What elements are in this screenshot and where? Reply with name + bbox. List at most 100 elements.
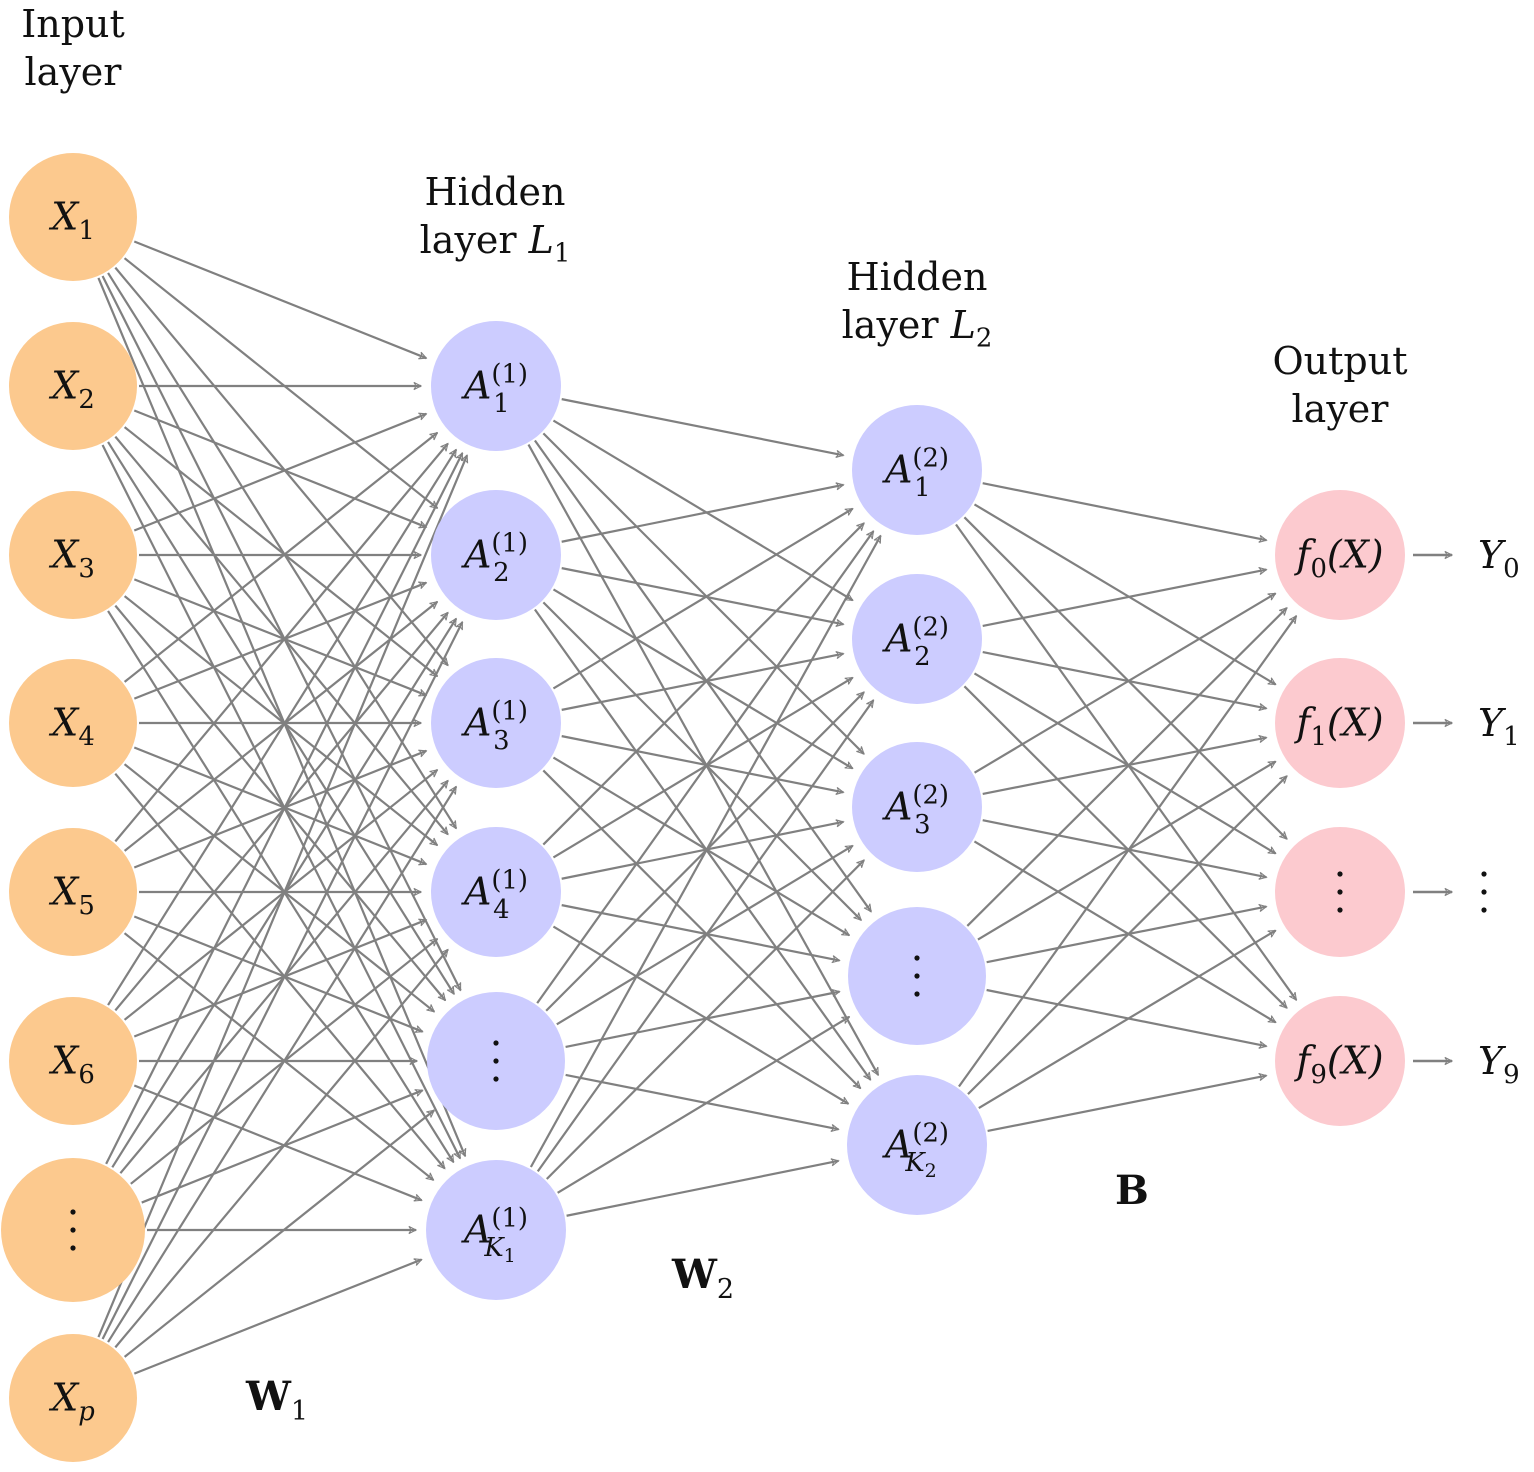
output-y-label-1: Y1 [1478,701,1520,752]
edge-h13-h22 [561,822,844,880]
edge-h20-out3 [955,523,1298,1000]
output-layer-title: Output layer [1272,339,1408,431]
edge-in1-h11 [133,409,426,527]
hidden1-node-label-5: A(1)K1 [461,1204,528,1267]
edge-h23-out0 [966,608,1287,927]
hidden1-node-5 [426,1160,566,1300]
edge-h24-out0 [958,616,1298,1088]
edge-h23-out2 [986,907,1267,964]
edge-in1-h15 [101,444,462,1158]
output-y-label-0: Y0 [1478,533,1520,584]
edge-h24-out2 [978,929,1276,1109]
edge-in4-h11 [123,600,438,852]
edge-h13-h20 [542,523,864,846]
output-node-1 [1275,658,1405,788]
hidden2-node-0 [852,405,982,535]
weight-label-b: B [1115,1167,1149,1214]
hidden-layer-2-title: Hidden layer L2 [841,255,993,354]
edge-h13-h21 [552,676,852,859]
edge-in4-h14 [133,915,422,1031]
output-node-ellipsis [1337,871,1343,913]
edge-in1-h13 [114,435,449,835]
output-node-3 [1275,996,1405,1126]
edge-h20-out0 [982,482,1267,540]
hidden2-node-2 [852,742,982,872]
input-node-label-7: Xp [48,1376,95,1428]
input-node-label-5: X6 [48,1039,95,1091]
edge-h15-h24 [566,1161,839,1217]
hidden2-node-1 [852,574,982,704]
edge-in3-h13 [133,746,426,864]
input-node-7 [9,1334,137,1462]
edge-h21-out1 [982,650,1267,708]
edge-h24-out3 [987,1076,1267,1133]
input-node-label-4: X5 [48,870,95,922]
edge-h22-out1 [982,738,1267,796]
output-node-label-0: f0(X) [1293,533,1383,585]
output-y-label-3: Y9 [1478,1039,1520,1090]
edge-h10-h23 [534,439,873,912]
edge-h11-h23 [542,601,861,920]
edge-in7-h10 [97,455,467,1338]
edge-h12-h24 [542,769,860,1088]
edge-h12-h20 [552,507,852,690]
hidden-layer-1-title: Hidden layer L1 [419,170,571,269]
output-node-label-1: f1(X) [1293,701,1383,753]
edge-h10-h21 [552,419,852,602]
edge-in0-h15 [97,277,465,1156]
edge-in6-h10 [105,453,464,1165]
hidden2-node-4 [847,1075,987,1215]
edge-h12-h22 [561,735,844,792]
edge-in7-h14 [123,1109,435,1358]
edge-in5-h15 [133,1084,421,1200]
input-node-ellipsis [70,1209,76,1251]
input-node-label-3: X4 [48,701,95,753]
edge-in3-h11 [133,583,426,700]
edge-h14-h24 [565,1073,839,1129]
input-node-label-1: X2 [48,364,95,416]
input-layer-title: Input layer [21,2,125,94]
edge-in7-h15 [133,1260,421,1375]
edge-in5-h12 [123,768,438,1021]
edge-in5-h13 [133,920,426,1038]
weight-label-w1: W1 [245,1373,308,1427]
edge-in4-h12 [133,751,426,869]
edge-h22-out0 [973,592,1276,774]
hidden1-node-0 [431,321,561,451]
input-node-5 [9,997,137,1125]
input-node-label-2: X3 [48,533,95,585]
edge-h10-h22 [542,432,864,754]
input-node-3 [9,659,137,787]
edge-h14-h20 [536,531,875,1004]
input-node-0 [9,153,137,281]
edge-h10-h24 [527,444,880,1075]
edge-h23-out3 [986,988,1267,1046]
edge-in2-h15 [107,610,455,1162]
hidden1-node-2 [431,658,561,788]
hidden1-node-ellipsis [493,1040,499,1082]
edge-h21-out3 [963,685,1286,1008]
hidden1-node-label-3: A(1)4 [461,866,528,926]
edge-in1-h12 [123,426,438,678]
hidden2-node-label-0: A(2)1 [882,444,949,504]
edge-h15-h20 [529,536,882,1168]
edge-h12-h21 [561,654,844,711]
edge-in0-h12 [114,266,449,666]
input-node-1 [9,322,137,450]
hidden1-node-3 [431,827,561,957]
edge-in0-h10 [133,240,426,358]
output-node-label-3: f9(X) [1293,1039,1383,1091]
hidden2-node-label-2: A(2)3 [882,781,949,841]
edge-in7-h13 [114,950,449,1349]
edge-h22-out3 [973,840,1275,1024]
edge-h11-h20 [561,485,844,543]
edge-h21-out2 [973,672,1275,855]
edge-in1-h14 [107,441,455,994]
edge-in7-h11 [101,622,464,1340]
edge-h22-out2 [982,819,1267,877]
input-node-2 [9,491,137,619]
hidden2-node-label-4: A(2)K2 [882,1119,949,1182]
